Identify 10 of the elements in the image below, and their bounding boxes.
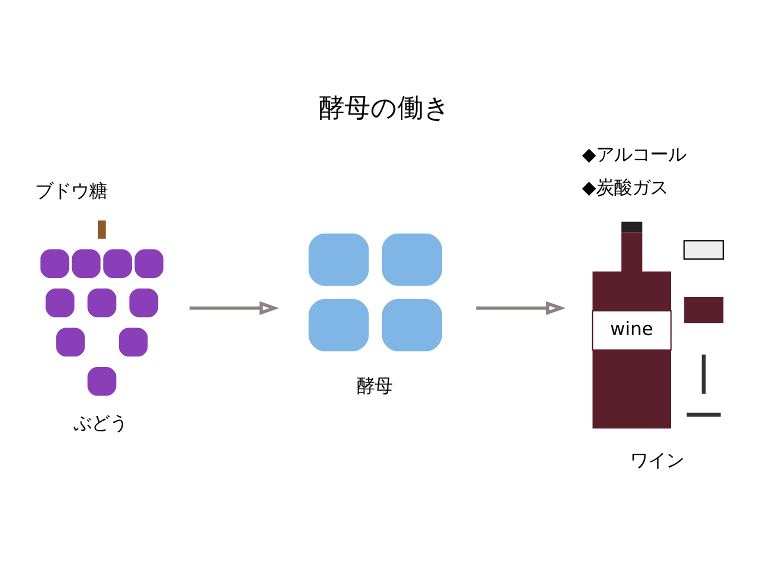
node-label: ◆炭酸ガス (582, 176, 668, 198)
arrow (189, 300, 279, 314)
label: wine (610, 318, 653, 340)
node-label: ブドウ糖 (34, 180, 107, 202)
node-label: 酵母 (356, 376, 392, 397)
arrow (476, 300, 566, 314)
diagram-title: 酵母の働き (318, 92, 450, 123)
node-label: ぶどう (73, 412, 128, 434)
node-label: ワイン (629, 450, 684, 472)
node-label: ◆アルコール (582, 144, 686, 166)
